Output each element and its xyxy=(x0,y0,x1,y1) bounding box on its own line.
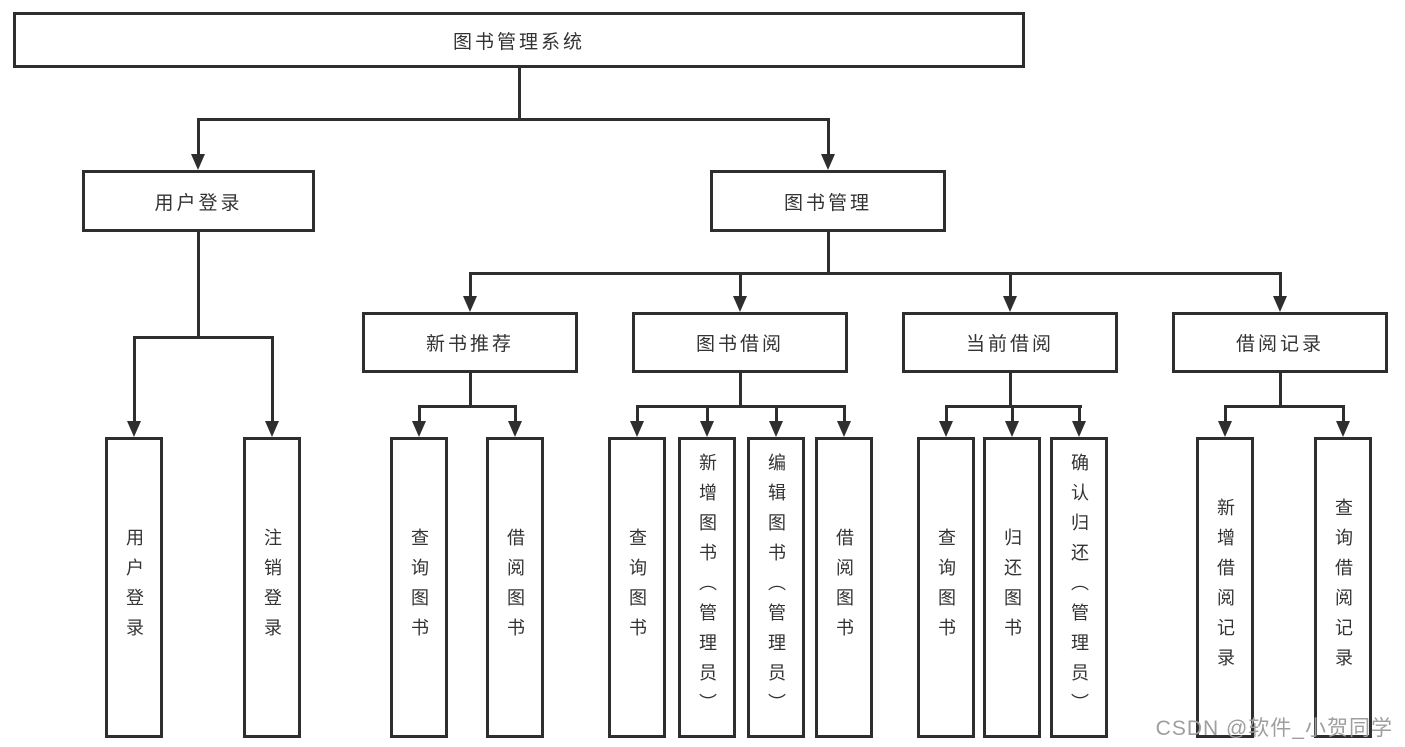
node-new-book-recommend: 新书推荐 xyxy=(362,312,578,373)
connector-line xyxy=(1008,272,1012,302)
leaf-return-book: 归还图书 xyxy=(983,437,1041,738)
node-book-borrow: 图书借阅 xyxy=(632,312,848,373)
arrow-down-icon xyxy=(265,421,279,437)
leaf-confirm-return-admin: 确认归还（管理员） xyxy=(1050,437,1108,738)
connector-line xyxy=(826,118,830,162)
connector-line xyxy=(468,272,1282,275)
node-label: 借阅图书 xyxy=(505,527,525,648)
node-user-login: 用户登录 xyxy=(82,170,315,232)
connector-line xyxy=(1223,405,1227,429)
arrow-down-icon xyxy=(630,421,644,437)
connector-line xyxy=(513,405,517,429)
arrow-down-icon xyxy=(939,421,953,437)
connector-line xyxy=(1278,373,1282,405)
leaf-query-borrow-record: 查询借阅记录 xyxy=(1314,437,1372,738)
connector-line xyxy=(635,405,639,429)
node-label: 用户登录 xyxy=(124,527,144,648)
connector-line xyxy=(774,405,778,429)
arrow-down-icon xyxy=(508,421,522,437)
node-label: 用户登录 xyxy=(154,192,243,214)
connector-line xyxy=(196,232,200,336)
arrow-down-icon xyxy=(733,296,747,312)
connector-line xyxy=(1278,272,1282,302)
connector-line xyxy=(1223,405,1345,408)
arrow-down-icon xyxy=(821,154,835,170)
leaf-query-books-1: 查询图书 xyxy=(390,437,448,738)
node-label: 归还图书 xyxy=(1002,527,1022,648)
node-label: 借阅记录 xyxy=(1235,334,1324,355)
arrow-down-icon xyxy=(1072,421,1086,437)
arrow-down-icon xyxy=(769,421,783,437)
connector-line xyxy=(1341,405,1345,429)
connector-line xyxy=(517,68,521,118)
leaf-edit-book-admin: 编辑图书（管理员） xyxy=(747,437,805,738)
connector-line xyxy=(1010,405,1014,429)
node-label: 图书借阅 xyxy=(695,334,784,355)
connector-line xyxy=(468,272,472,302)
arrow-down-icon xyxy=(1336,421,1350,437)
connector-line xyxy=(738,373,742,405)
connector-line xyxy=(196,118,200,162)
arrow-down-icon xyxy=(1005,421,1019,437)
node-label: 编辑图书（管理员） xyxy=(766,452,786,723)
node-current-borrow: 当前借阅 xyxy=(902,312,1118,373)
arrow-down-icon xyxy=(1003,296,1017,312)
arrow-down-icon xyxy=(1218,421,1232,437)
leaf-query-books-3: 查询图书 xyxy=(917,437,975,738)
connector-line xyxy=(132,336,136,429)
arrow-down-icon xyxy=(837,421,851,437)
leaf-logout: 注销登录 xyxy=(243,437,301,738)
connector-line xyxy=(842,405,846,429)
connector-line xyxy=(417,405,517,408)
leaf-add-borrow-record: 新增借阅记录 xyxy=(1196,437,1254,738)
arrow-down-icon xyxy=(463,296,477,312)
node-library-system-root: 图书管理系统 xyxy=(13,12,1025,68)
connector-line xyxy=(944,405,948,429)
csdn-watermark: CSDN @软件_小贺同学 xyxy=(1155,717,1393,740)
connector-line xyxy=(270,336,274,429)
node-label: 当前借阅 xyxy=(965,334,1054,355)
connector-line xyxy=(1008,373,1012,405)
node-label: 新增借阅记录 xyxy=(1215,497,1235,678)
node-label: 查询图书 xyxy=(627,527,647,648)
node-label: 借阅图书 xyxy=(834,527,854,648)
connector-line xyxy=(1077,405,1081,429)
leaf-add-book-admin: 新增图书（管理员） xyxy=(678,437,736,738)
node-label: 图书管理系统 xyxy=(452,31,585,53)
arrow-down-icon xyxy=(1273,296,1287,312)
node-label: 新增图书（管理员） xyxy=(697,452,717,723)
leaf-borrow-books-2: 借阅图书 xyxy=(815,437,873,738)
connector-line xyxy=(635,405,846,408)
arrow-down-icon xyxy=(191,154,205,170)
node-label: 新书推荐 xyxy=(425,334,514,355)
connector-line xyxy=(826,232,830,272)
node-borrow-record: 借阅记录 xyxy=(1172,312,1388,373)
node-label: 确认归还（管理员） xyxy=(1069,452,1089,723)
leaf-user-login: 用户登录 xyxy=(105,437,163,738)
node-label: 注销登录 xyxy=(262,527,282,648)
node-label: 查询图书 xyxy=(936,527,956,648)
connector-line xyxy=(705,405,709,429)
connector-line xyxy=(738,272,742,302)
connector-line xyxy=(468,373,472,405)
arrow-down-icon xyxy=(412,421,426,437)
connector-line xyxy=(196,118,830,121)
arrow-down-icon xyxy=(127,421,141,437)
arrow-down-icon xyxy=(700,421,714,437)
node-label: 查询借阅记录 xyxy=(1333,497,1353,678)
node-label: 图书管理 xyxy=(783,192,872,214)
connector-line xyxy=(132,336,274,339)
leaf-query-books-2: 查询图书 xyxy=(608,437,666,738)
connector-line xyxy=(417,405,421,429)
leaf-borrow-books-1: 借阅图书 xyxy=(486,437,544,738)
node-book-management: 图书管理 xyxy=(710,170,946,232)
node-label: 查询图书 xyxy=(409,527,429,648)
